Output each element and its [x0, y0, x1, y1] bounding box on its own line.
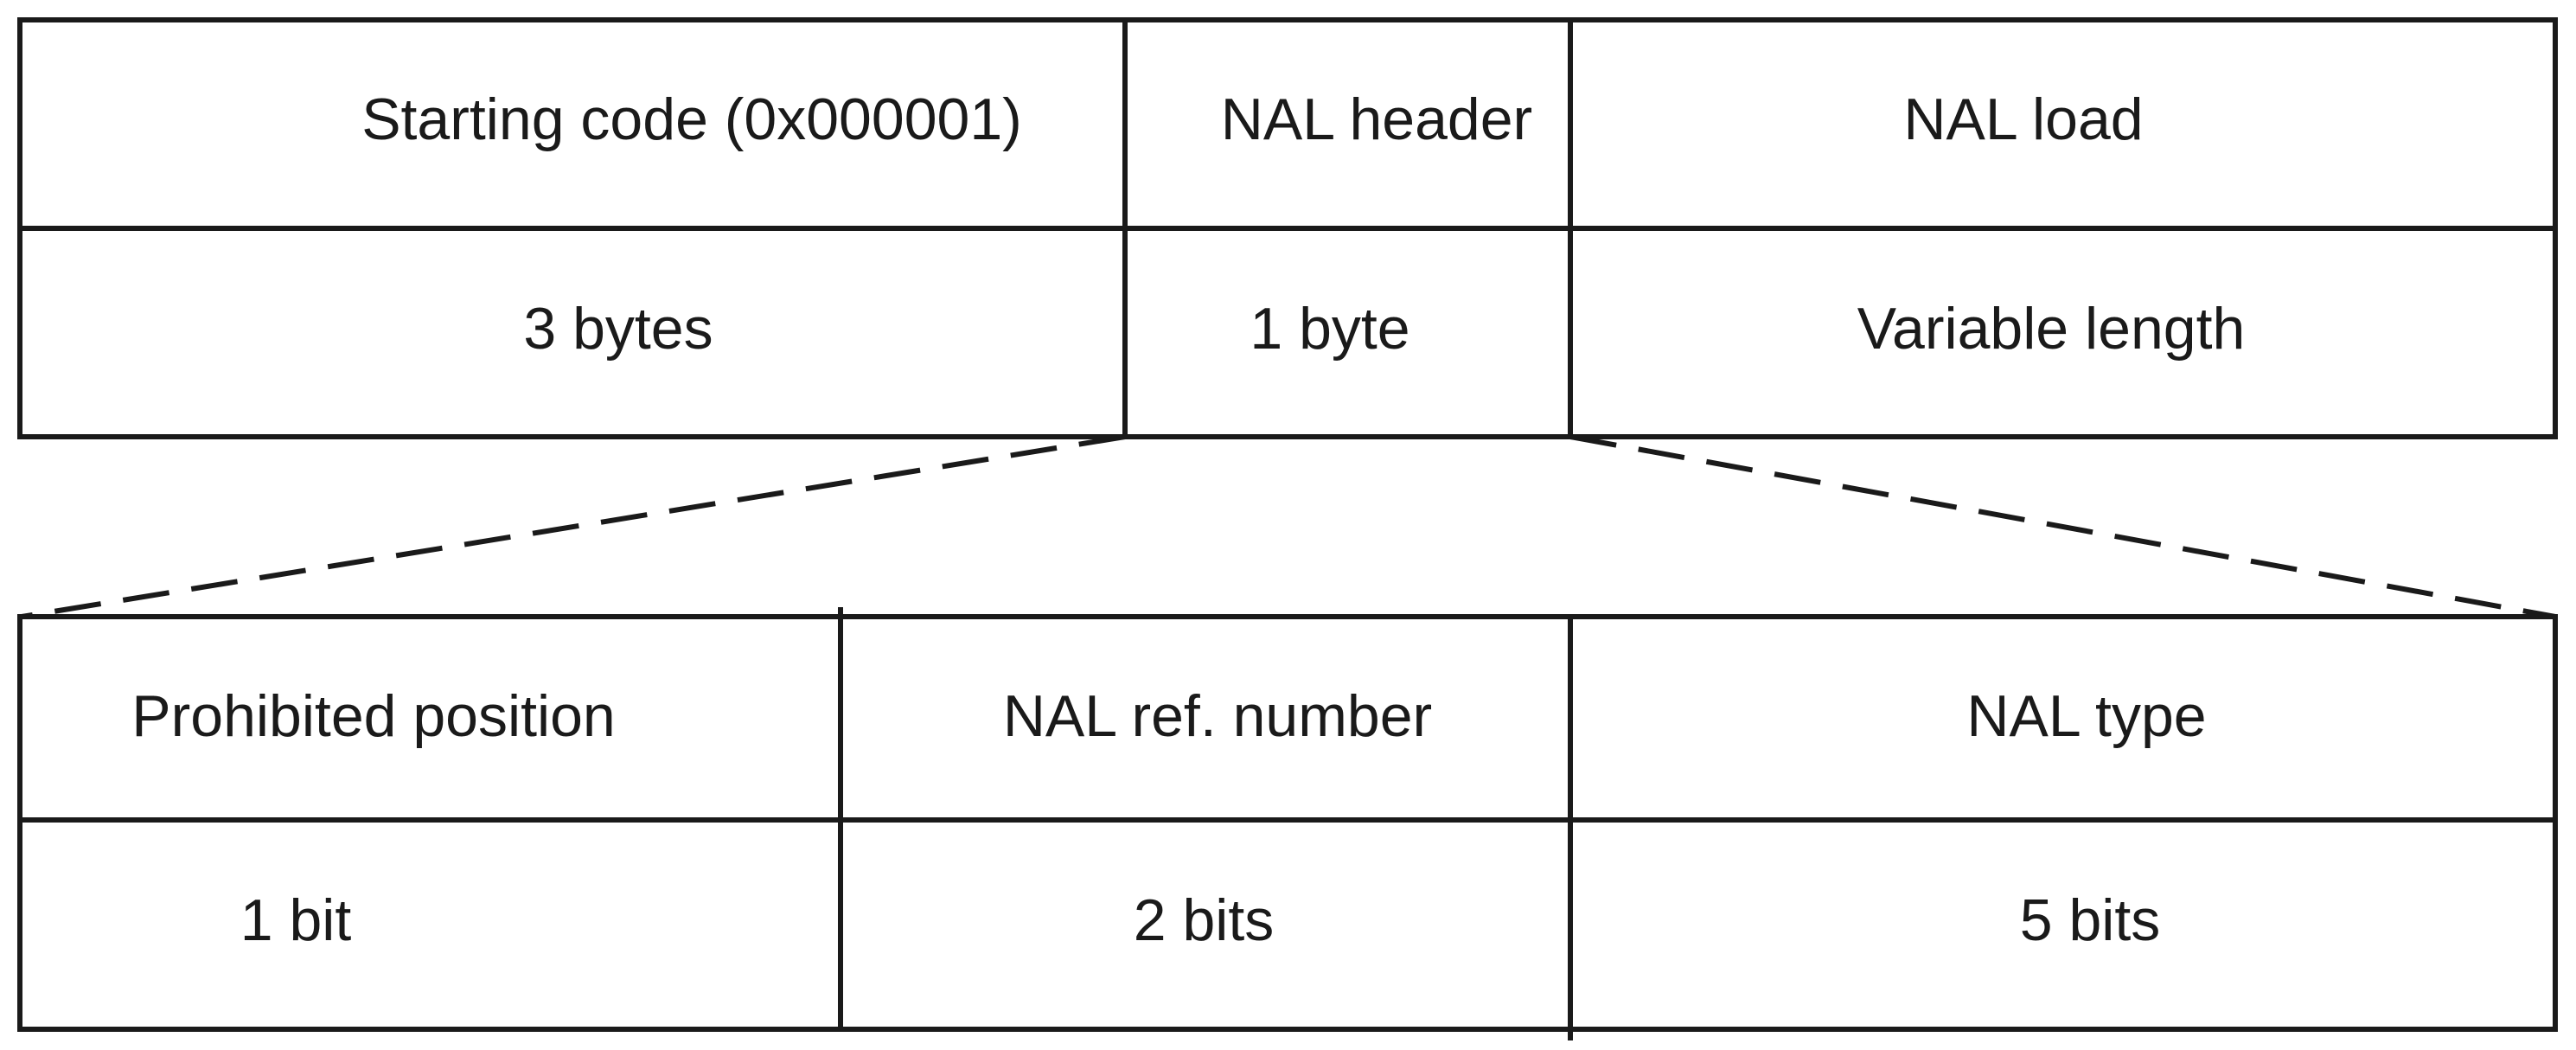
expansion-line-right	[1569, 434, 2556, 619]
nal-type-size: 5 bits	[2020, 887, 2161, 953]
nal-ref-number-size: 2 bits	[1134, 887, 1275, 953]
nal-load-label: NAL load	[1903, 86, 2143, 152]
prohibited-position-size: 1 bit	[240, 887, 352, 953]
nal-header-table-border	[17, 614, 2558, 1032]
nal-header-table: Prohibited position NAL ref. number NAL …	[17, 607, 2558, 1040]
nal-ref-number-label: NAL ref. number	[1003, 683, 1432, 749]
starting-code-size: 3 bytes	[523, 296, 713, 362]
nal-header-size: 1 byte	[1250, 296, 1409, 362]
expansion-line-left	[21, 434, 1126, 619]
starting-code-label: Starting code (0x000001)	[361, 86, 1022, 152]
nal-type-label: NAL type	[1966, 683, 2206, 749]
nal-header-expansion-lines	[21, 434, 2556, 619]
nal-header-label: NAL header	[1221, 86, 1532, 152]
prohibited-position-label: Prohibited position	[131, 683, 615, 749]
nal-load-size: Variable length	[1857, 296, 2246, 362]
nal-unit-table: Starting code (0x000001) NAL header NAL …	[17, 17, 2558, 439]
